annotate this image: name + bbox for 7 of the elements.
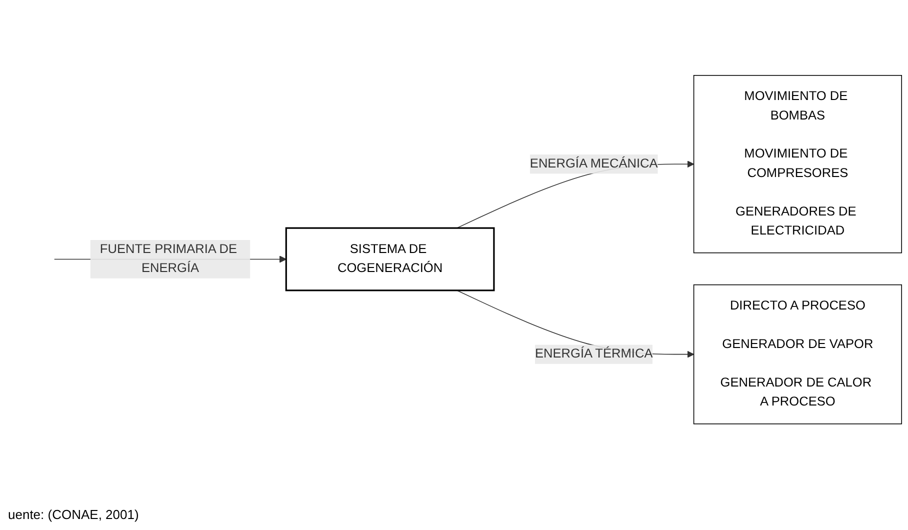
node-box: SISTEMA DE COGENERACIÓN	[285, 228, 495, 292]
edge-label: FUENTE PRIMARIA DE ENERGÍA	[100, 242, 238, 276]
node-box: DIRECTO A PROCESO GENERADOR DE VAPOR GENERADOR DE CALOR A PROCESO	[693, 284, 902, 425]
source-caption: uente: (CONAE, 2001)	[8, 507, 139, 522]
node-box: MOVIMIENTO DE BOMBAS MOVIMIENTO DE COMPRESORES GENERADORES DE ELECTRICIDAD	[693, 75, 902, 254]
edge-label: ENERGÍA MECÁNICA	[530, 157, 658, 171]
edge-label: ENERGÍA TÉRMICA	[535, 348, 653, 362]
